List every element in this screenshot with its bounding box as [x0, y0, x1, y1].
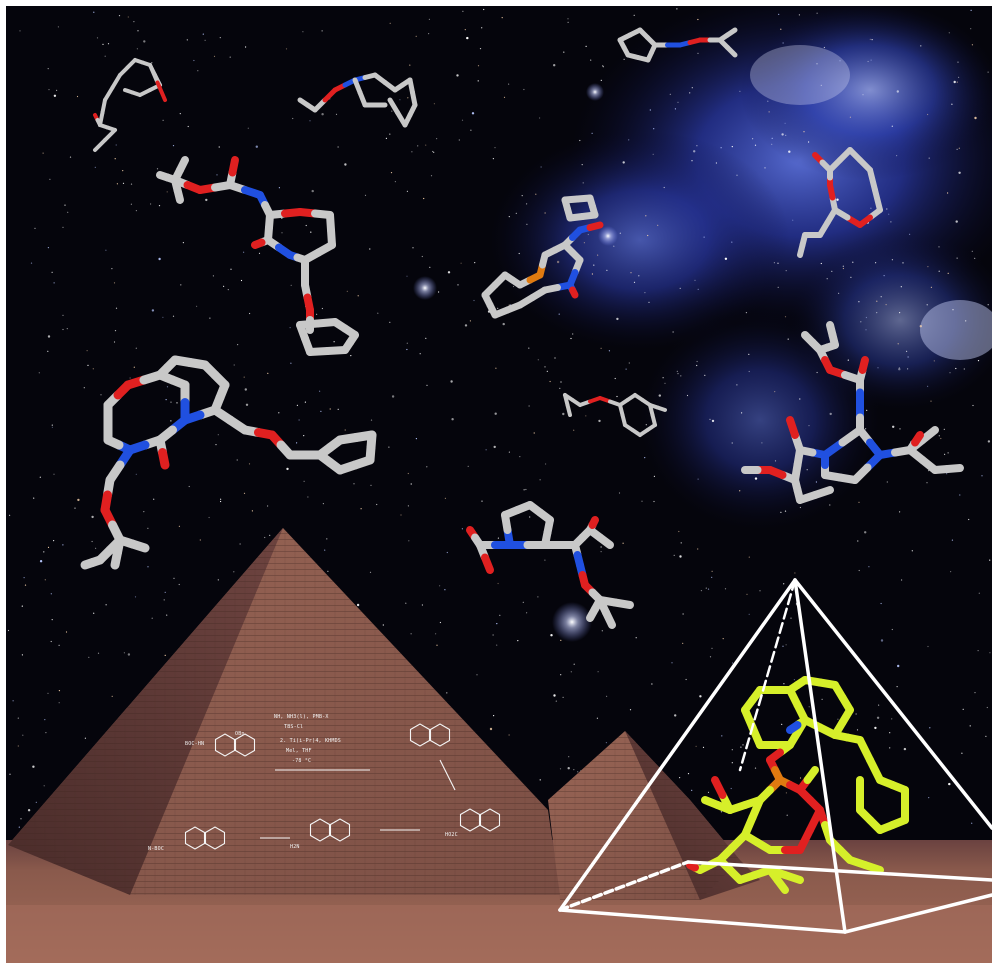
reagent-line-4: Mel, THF	[286, 748, 312, 754]
scheme-label-3: HO2C	[445, 832, 458, 838]
reagent-line-1: NH, NH3(l), PMB-X	[274, 714, 329, 720]
scheme-label-1: BOC-HN	[185, 741, 204, 747]
reagent-line-2: TBS-Cl	[284, 724, 303, 730]
reagent-line-3: 2. Ti(i-Pr)4, KHMDS	[280, 738, 341, 744]
scheme-label-2: OBn	[235, 731, 245, 737]
reagent-line-5: -78 °C	[292, 758, 311, 764]
scheme-label-4: N-BOC	[148, 846, 164, 852]
scheme-label-5: H2N	[290, 844, 300, 850]
